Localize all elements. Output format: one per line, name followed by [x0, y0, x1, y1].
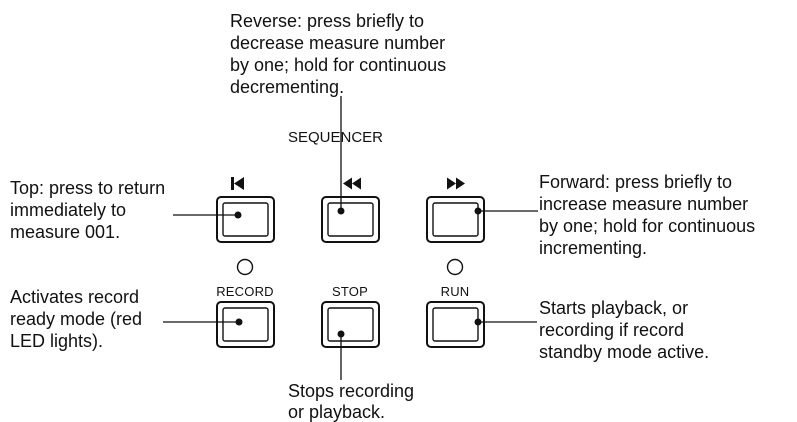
run-callout-line: Starts playback, or: [539, 298, 688, 318]
record-button[interactable]: [216, 301, 275, 348]
record-callout-line: Activates record: [10, 287, 139, 307]
run-led: [446, 258, 464, 276]
run-button[interactable]: [426, 301, 485, 348]
run-leader-line: [474, 318, 537, 326]
top-callout: Top: press to return immediately to meas…: [10, 178, 170, 242]
reverse-callout-line: decrease measure number: [230, 33, 445, 53]
record-callout-line: LED lights).: [10, 331, 103, 351]
reverse-button[interactable]: [321, 196, 380, 243]
fast-forward-icon: [447, 177, 465, 190]
run-callout-line: standby mode active.: [539, 342, 709, 362]
stop-callout: Stops recording or playback.: [288, 381, 419, 422]
stop-leader-line: [337, 330, 345, 380]
forward-callout: Forward: press briefly to increase measu…: [539, 172, 760, 258]
reverse-callout-line: by one; hold for continuous: [230, 55, 446, 75]
stop-callout-line: or playback.: [288, 402, 385, 422]
reverse-callout-line: Reverse: press briefly to: [230, 11, 424, 31]
stop-button-label: STOP: [332, 284, 368, 299]
record-callout-line: ready mode (red: [10, 309, 142, 329]
reverse-leader-line: [337, 96, 345, 215]
reverse-callout: Reverse: press briefly to decrease measu…: [230, 11, 451, 97]
record-button-label: RECORD: [216, 284, 274, 299]
top-callout-line: immediately to: [10, 200, 126, 220]
forward-callout-line: by one; hold for continuous: [539, 216, 755, 236]
reverse-callout-line: decrementing.: [230, 77, 344, 97]
top-callout-line: measure 001.: [10, 222, 120, 242]
run-callout: Starts playback, or recording if record …: [539, 298, 709, 362]
sequencer-section-label: SEQUENCER: [288, 129, 383, 146]
rewind-icon: [343, 177, 361, 190]
stop-button[interactable]: [321, 301, 380, 348]
forward-callout-line: incrementing.: [539, 238, 647, 258]
top-button[interactable]: [216, 196, 275, 243]
forward-callout-line: Forward: press briefly to: [539, 172, 732, 192]
forward-button[interactable]: [426, 196, 485, 243]
forward-leader-line: [474, 207, 538, 215]
forward-callout-line: increase measure number: [539, 194, 748, 214]
top-callout-line: Top: press to return: [10, 178, 165, 198]
run-callout-line: recording if record: [539, 320, 684, 340]
run-button-label: RUN: [441, 284, 470, 299]
record-leader-line: [163, 318, 243, 326]
skip-to-start-icon: [231, 177, 244, 190]
record-led: [236, 258, 254, 276]
top-leader-line: [173, 211, 242, 219]
stop-callout-line: Stops recording: [288, 381, 414, 401]
record-callout: Activates record ready mode (red LED lig…: [10, 287, 147, 351]
